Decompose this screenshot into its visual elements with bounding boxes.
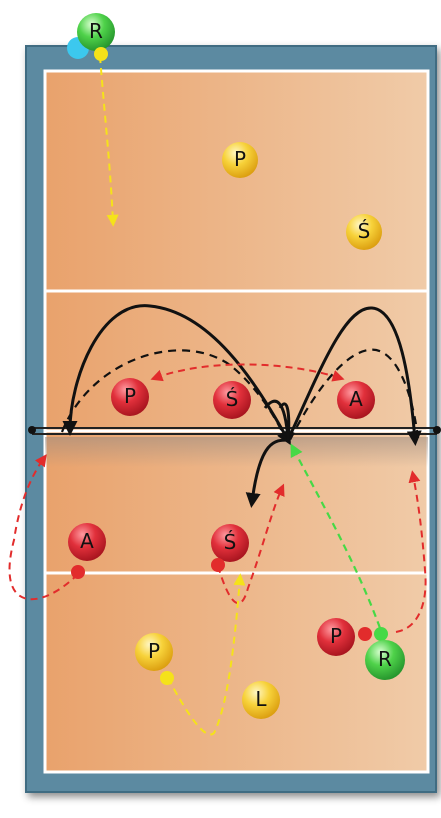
player-token-bottom-l: L	[242, 681, 280, 719]
player-label: Ś	[358, 219, 371, 243]
player-token-bottom-p-yellow: P	[135, 633, 174, 685]
player-token-low-a: A	[68, 523, 106, 579]
black-arc-left	[62, 304, 291, 446]
red-arrow-right	[395, 470, 427, 633]
player-label: P	[148, 639, 160, 663]
red-ball-dot	[358, 627, 372, 641]
player-token-bottom-p-red: P	[317, 618, 372, 656]
player-label: P	[124, 384, 136, 408]
red-arrow-left	[8, 454, 79, 601]
player-token-bottom-r: R	[365, 627, 405, 680]
black-dashed-trajectories	[60, 348, 420, 441]
player-token-top-r: R	[67, 13, 115, 61]
player-token-net-p: P	[111, 378, 149, 416]
yellow-ball-dot	[160, 671, 174, 685]
red-trajectories	[8, 363, 427, 633]
player-label: L	[255, 687, 267, 711]
yellow-trajectories	[99, 55, 246, 736]
player-token-low-s: Ś	[211, 524, 249, 572]
red-ball-dot	[71, 565, 85, 579]
green-arrow	[290, 443, 382, 629]
net-post-left	[28, 426, 36, 434]
player-token-net-a: A	[337, 381, 375, 419]
player-token-top-s: Ś	[346, 214, 382, 250]
player-token-top-p: P	[222, 142, 258, 178]
yellow-arrow-bottom	[167, 573, 246, 736]
player-label: A	[349, 387, 363, 411]
player-label: Ś	[226, 387, 239, 411]
player-label: A	[80, 529, 94, 553]
yellow-ball-dot	[94, 47, 108, 61]
red-ball-dot	[211, 558, 225, 572]
green-ball-dot	[374, 627, 388, 641]
player-token-net-s: Ś	[213, 381, 251, 419]
black-loop	[263, 399, 291, 441]
player-label: R	[378, 647, 392, 671]
player-label: P	[330, 624, 342, 648]
black-short-left	[245, 438, 289, 508]
player-label: P	[234, 147, 246, 171]
black-dashed-right	[289, 348, 420, 441]
player-label: R	[89, 19, 103, 43]
red-arrow-mid	[217, 483, 285, 605]
player-label: Ś	[224, 530, 237, 554]
yellow-arrow-top	[99, 55, 119, 227]
net-shadow	[45, 437, 428, 467]
net-post-right	[433, 426, 441, 434]
